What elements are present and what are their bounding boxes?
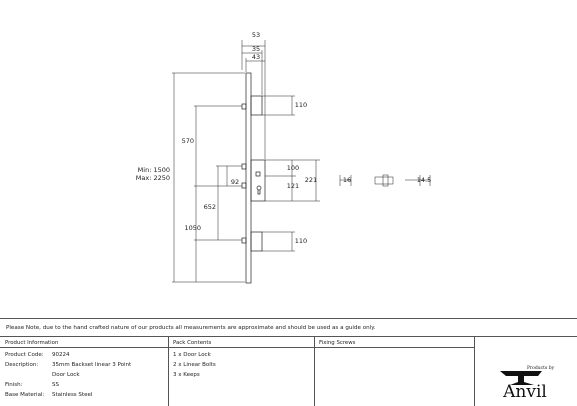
description-value-line2: Door Lock — [52, 372, 80, 378]
divider — [0, 347, 474, 348]
dim-221: 221 — [305, 176, 317, 184]
header-pack-contents: Pack Contents — [173, 340, 212, 346]
base-material-value: Stainless Steel — [52, 392, 93, 398]
info-panel: Please Note, due to the hand crafted nat… — [0, 318, 577, 406]
header-product-information: Product Information — [5, 340, 59, 346]
dim-14-5: 14.5 — [417, 176, 431, 184]
keyhole-slot — [257, 190, 261, 195]
dim-16: 16 — [343, 176, 351, 184]
product-code-label: Product Code: — [5, 352, 44, 358]
dim-110-top: 110 — [295, 101, 307, 109]
pack-item: 3 x Keeps — [173, 372, 200, 378]
dim-92: 92 — [231, 178, 239, 186]
brand-tagline: Products by — [527, 365, 555, 371]
anvil-icon — [500, 371, 542, 385]
keyhole — [256, 185, 262, 191]
header-fixing-screws: Fixing Screws — [319, 340, 356, 346]
lock-case — [250, 159, 266, 202]
anvil-logo: Products by Anvil — [500, 365, 555, 401]
keeper-body — [374, 176, 394, 185]
divider — [168, 337, 169, 406]
measurement-note: Please Note, due to the hand crafted nat… — [0, 318, 577, 337]
brand-name: Anvil — [502, 382, 547, 401]
deadbolt-tongue — [241, 182, 247, 189]
dim-1050: 1050 — [184, 224, 201, 232]
technical-drawing: 53 35 43 570 Min: 1500 Max: 2250 652 105… — [136, 31, 431, 284]
latch-tongue — [241, 163, 247, 170]
top-bolt-tongue — [241, 103, 247, 110]
divider — [474, 337, 475, 406]
keeper-plate — [382, 174, 389, 187]
base-material-label: Base Material: — [5, 392, 45, 398]
dim-110-bottom: 110 — [295, 237, 307, 245]
dim-min: Min: 1500 — [138, 166, 170, 174]
dim-121: 121 — [287, 182, 299, 190]
bottom-bolt-tongue — [241, 237, 247, 244]
dim-570: 570 — [182, 137, 194, 145]
finish-value: SS — [52, 382, 59, 388]
follower — [255, 171, 261, 177]
pack-item: 2 x Linear Bolts — [173, 362, 216, 368]
top-bolt-body — [250, 95, 263, 116]
dim-43: 43 — [252, 53, 260, 61]
dim-max: Max: 2250 — [136, 174, 170, 182]
bottom-bolt-body — [250, 231, 263, 252]
description-label: Description: — [5, 362, 39, 368]
pack-item: 1 x Door Lock — [173, 352, 211, 358]
dim-53: 53 — [252, 31, 260, 39]
finish-label: Finish: — [5, 382, 23, 388]
product-code-value: 90224 — [52, 352, 70, 358]
faceplate — [245, 72, 252, 284]
dim-35: 35 — [252, 45, 260, 53]
divider — [314, 337, 315, 406]
dim-100: 100 — [287, 164, 299, 172]
description-value: 35mm Backset linear 3 Point — [52, 362, 132, 368]
dim-652: 652 — [204, 203, 216, 211]
